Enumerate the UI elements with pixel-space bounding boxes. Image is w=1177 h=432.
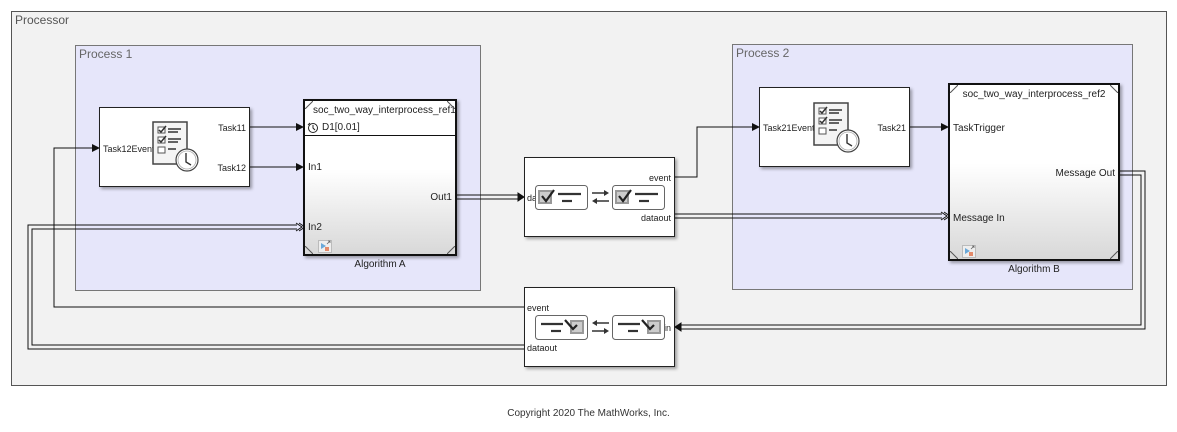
message-line-to-in2[interactable] [27,222,524,350]
port-task11: Task11 [218,123,246,133]
algorithm-a-reference: soc_two_way_interprocess_ref1 [313,105,456,116]
copyright-text: Copyright 2020 The MathWorks, Inc. [507,408,670,419]
task-schedule-icon [152,121,199,172]
port-message-out: Message Out [1055,168,1115,179]
model-reference-icon[interactable] [962,245,976,258]
port-message-in: Message In [953,213,1005,224]
port-event: event [527,303,550,313]
corner-mark [950,85,958,93]
process-2-label: Process 2 [736,46,790,60]
port-tasktrigger: TaskTrigger [953,123,1005,134]
corner-mark [1110,251,1118,259]
message-line-out1[interactable] [457,192,525,202]
port-task21: Task21 [877,123,906,133]
port-task12: Task12 [217,163,246,173]
algorithm-b-block[interactable]: soc_two_way_interprocess_ref2 TaskTrigge… [948,83,1120,261]
wire-task21-event[interactable] [675,123,760,178]
trigger-divider [305,135,455,136]
port-d1-trigger: D1[0.01] [322,122,360,133]
timer-icon [307,122,318,133]
corner-mark [447,246,455,254]
port-task12event: Task12Event [103,144,155,154]
corner-mark [305,246,313,254]
port-out1: Out1 [430,192,452,203]
processor-label: Processor [15,13,70,27]
algorithm-b-caption: Algorithm B [1008,264,1060,275]
corner-mark [305,101,313,109]
model-reference-icon[interactable] [318,240,332,253]
algorithm-a-block[interactable]: soc_two_way_interprocess_ref1 D1[0.01] I… [303,99,457,256]
ipc-channel-icon [535,185,665,210]
port-in1: In1 [308,162,322,173]
corner-mark [1110,85,1118,93]
port-dataout: dataout [527,343,558,353]
message-line-to-message-in[interactable] [675,211,951,221]
corner-mark [447,101,455,109]
message-line-message-out[interactable] [674,170,1146,332]
ipc-channel-icon [535,315,665,340]
ipc-channel-2-block[interactable]: event dataout datain [524,287,675,367]
port-task21event: Task21Event [763,123,815,133]
algorithm-b-reference: soc_two_way_interprocess_ref2 [962,89,1106,100]
algorithm-a-caption: Algorithm A [354,259,406,270]
ipc-channel-1-block[interactable]: datain event dataout [524,157,675,237]
task-manager-1-block[interactable]: Task12Event Task11 Task12 [99,107,250,187]
port-in2: In2 [308,222,322,233]
corner-mark [950,251,958,259]
port-dataout: dataout [640,213,671,223]
process-1-label: Process 1 [79,47,133,61]
task-schedule-icon [813,102,860,153]
wire-task12-event[interactable] [53,144,524,308]
task-manager-2-block[interactable]: Task21Event Task21 [759,87,910,167]
port-event: event [648,173,671,183]
